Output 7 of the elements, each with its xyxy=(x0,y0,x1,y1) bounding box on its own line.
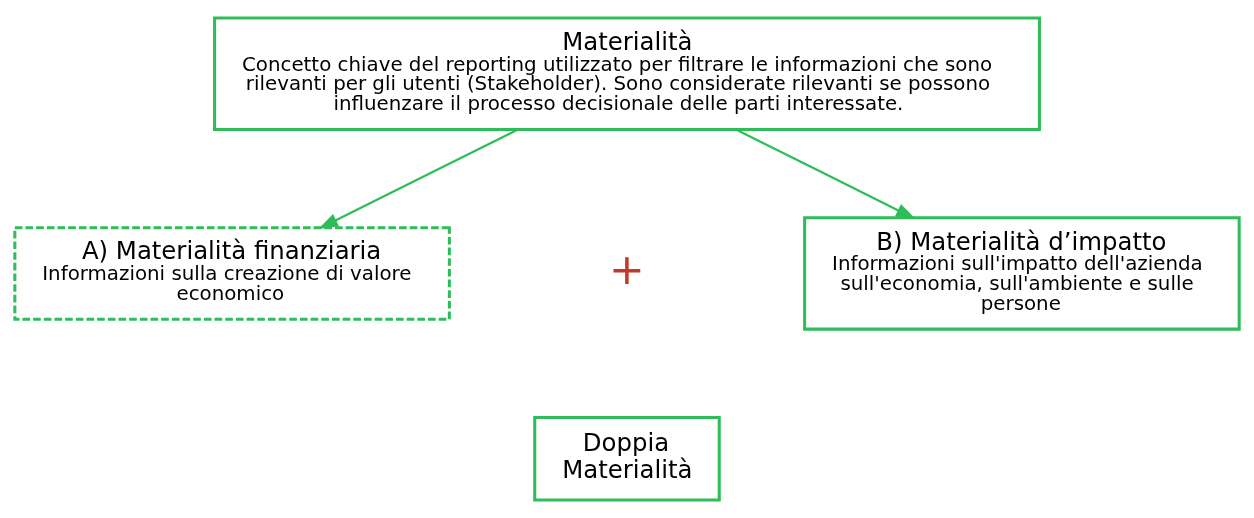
node-box: Doppia Materialità xyxy=(533,416,721,502)
node-box: Materialità Concetto chiave del reporting utilizzato per filtrare le informazioni che sono rilevanti per gli utenti (Stakeholder). Sono considerate rilevanti se possono influenzare il processo decisionale delle parti interessate. xyxy=(213,16,1041,131)
node-box: A) Materialità finanziaria Informazioni sulla creazione di valore economico xyxy=(13,226,451,321)
node-box: B) Materialità d’impatto Informazioni sull'impatto dell'azienda sull'economia, sull'ambiente e sulle persone xyxy=(803,216,1241,331)
arrow xyxy=(318,128,519,230)
arrow xyxy=(735,128,916,220)
label: + xyxy=(609,244,645,294)
